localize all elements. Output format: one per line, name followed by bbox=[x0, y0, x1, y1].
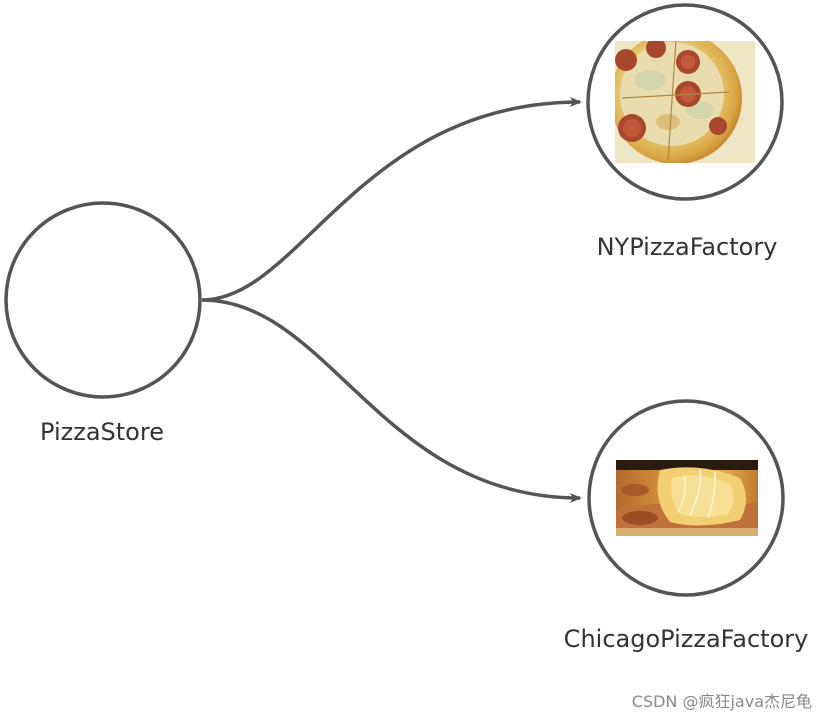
pizza-store-label: PizzaStore bbox=[40, 418, 164, 446]
edge-store-to-chicago bbox=[201, 298, 582, 503]
edge-store-to-ny bbox=[201, 97, 582, 302]
watermark: CSDN @疯狂java杰尼龟 bbox=[631, 692, 812, 711]
ny-factory-label: NYPizzaFactory bbox=[596, 233, 778, 261]
node-pizza-store bbox=[4, 201, 202, 399]
chicago-pizza-image bbox=[616, 460, 758, 536]
ny-pizza-image bbox=[615, 41, 755, 163]
chicago-factory-label: ChicagoPizzaFactory bbox=[563, 625, 809, 653]
